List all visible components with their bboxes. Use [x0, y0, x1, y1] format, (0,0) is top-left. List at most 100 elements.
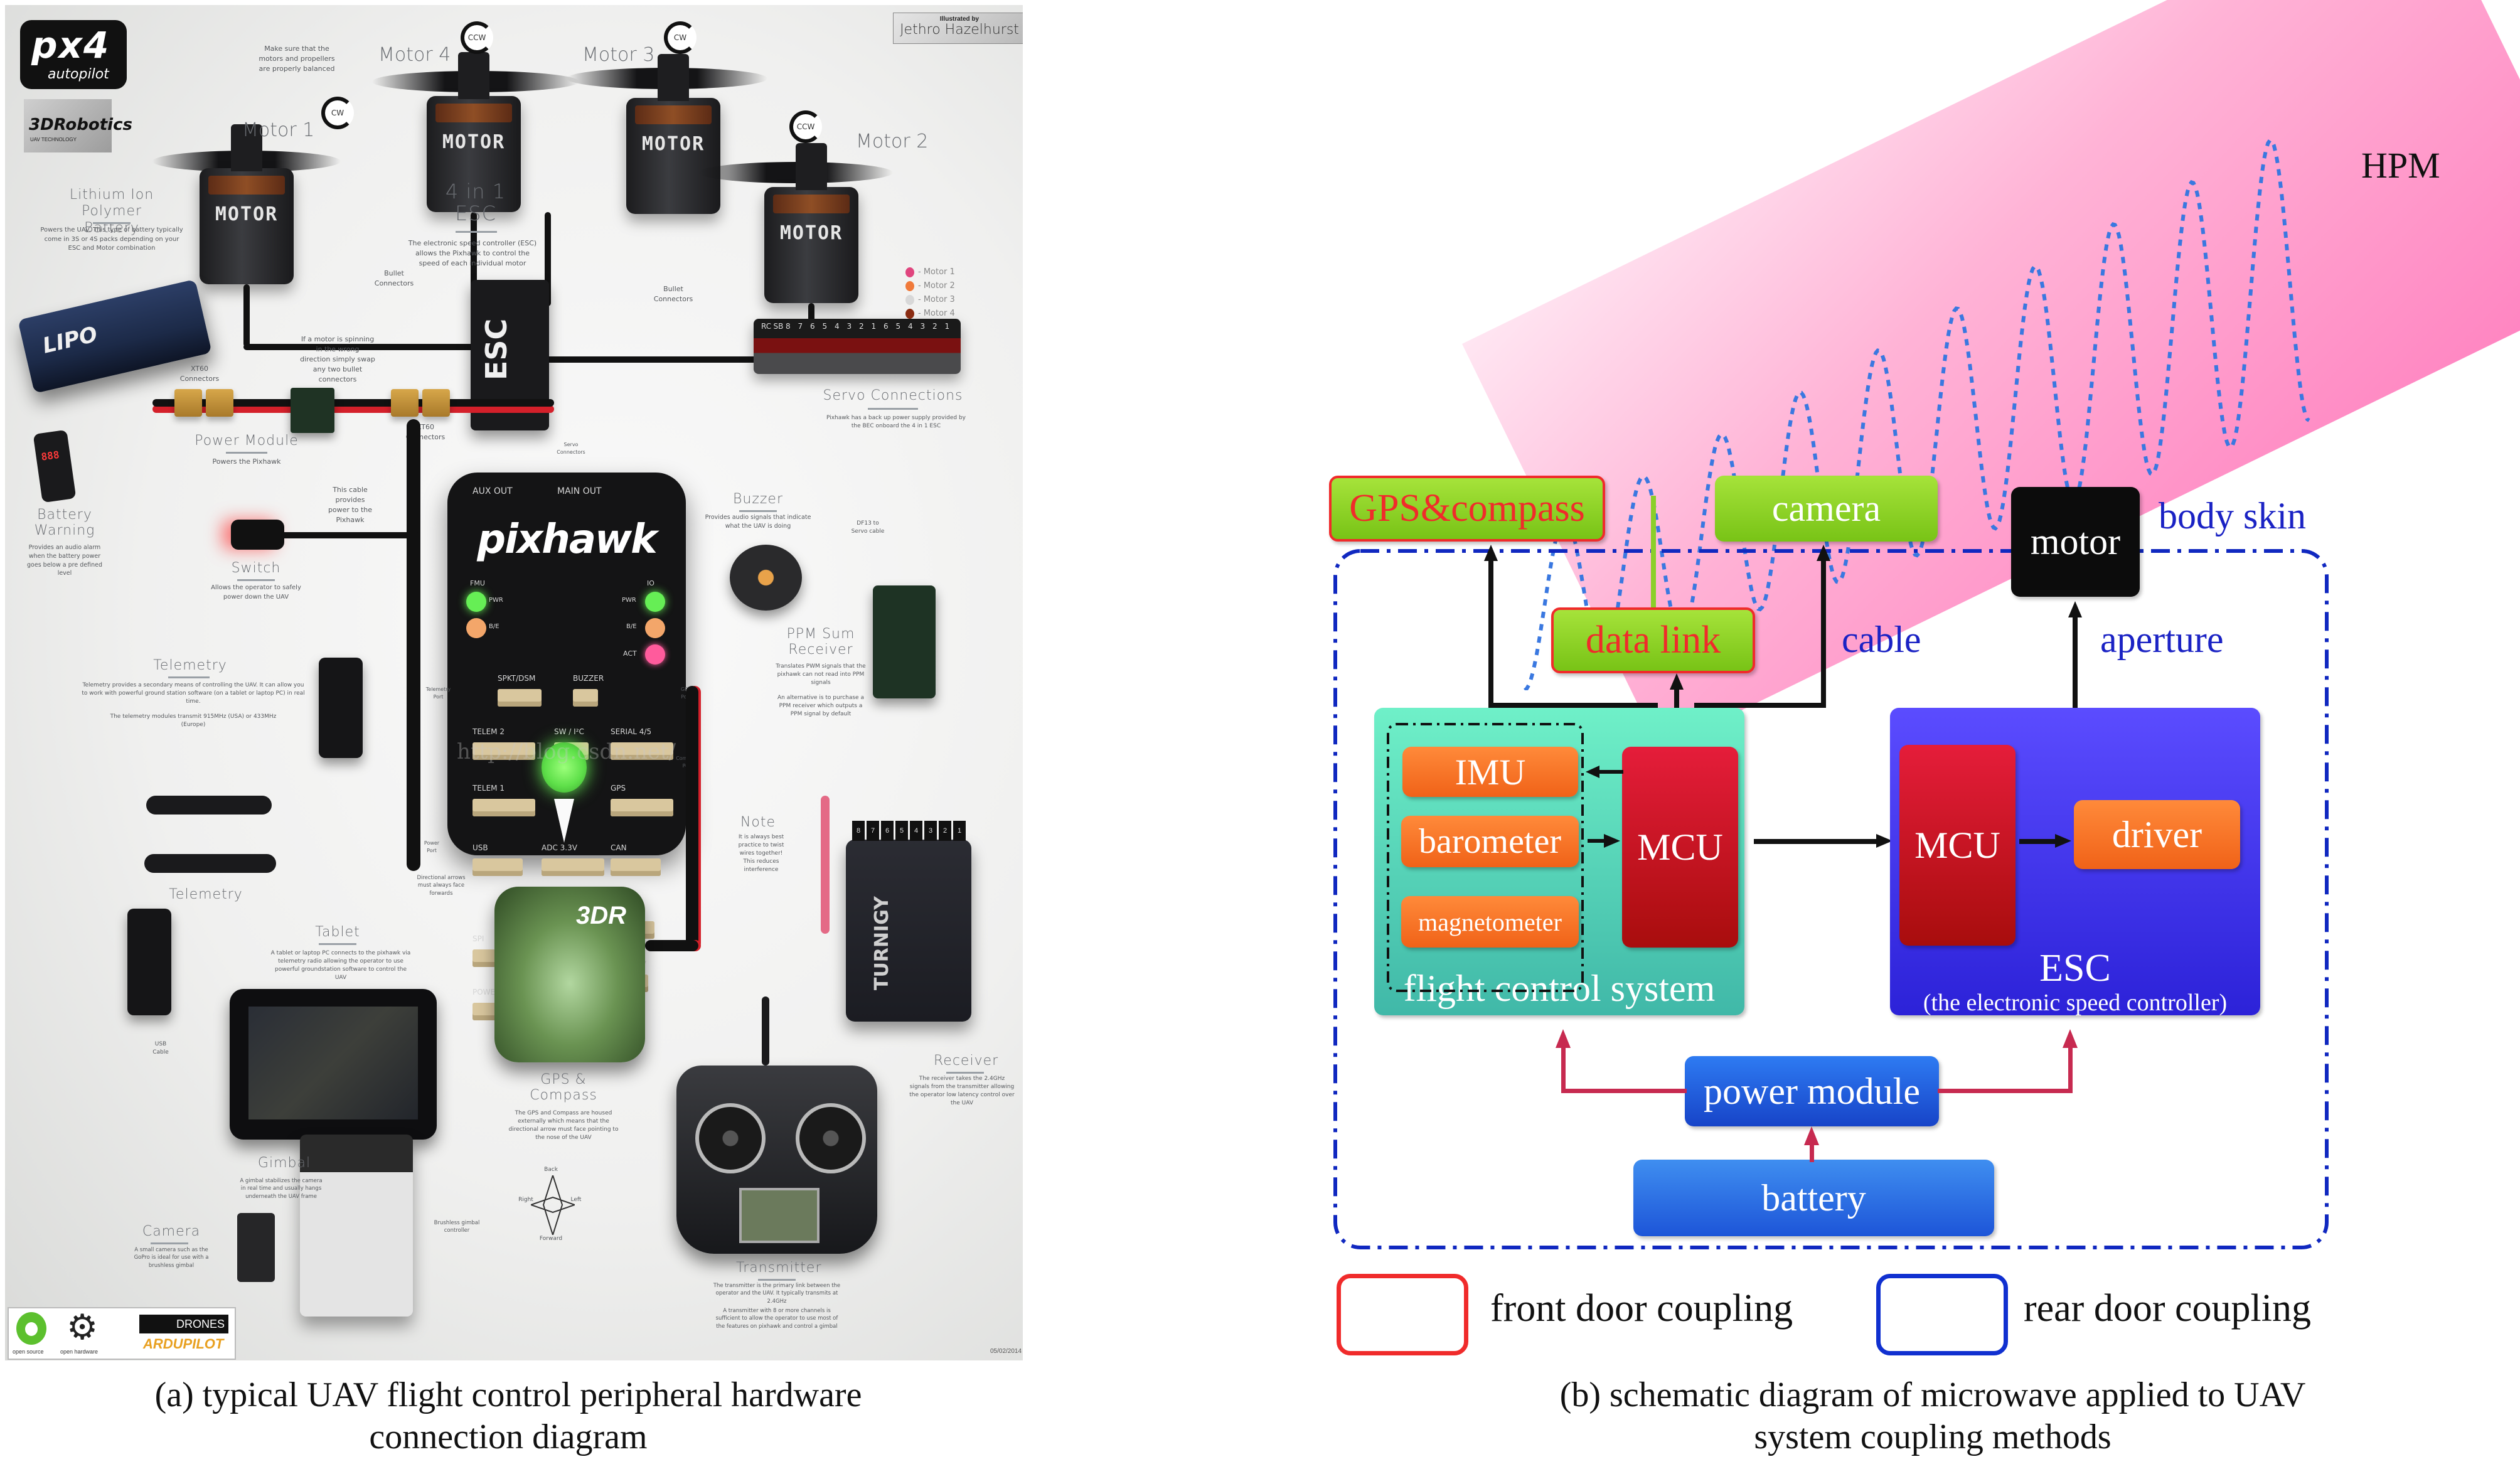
- power-module-title: Power Module: [195, 433, 299, 449]
- bullet-connectors-label-1: Bullet Connectors: [374, 269, 414, 287]
- receiver-antenna: [821, 796, 830, 934]
- pixhawk-forward-arrow-icon: [554, 799, 574, 843]
- gps-compass-label: GPS&compass: [1349, 487, 1585, 530]
- battery-warning-description: Provides an audio alarm when the battery…: [27, 544, 102, 577]
- telemetry-frequency-note: The telemetry modules transmit 915MHz (U…: [110, 713, 277, 729]
- caption-a: (a) typical UAV flight control periphera…: [38, 1374, 979, 1458]
- receiver-title: Receiver: [934, 1053, 999, 1069]
- tablet-groundstation: [230, 989, 437, 1140]
- motor-2-brand: MOTOR: [779, 222, 843, 244]
- px4-logo-text: px4: [31, 24, 110, 67]
- driver-box: driver: [2074, 800, 2240, 869]
- receiver-channel-pin: 3: [924, 821, 937, 841]
- motor-1-coil: [208, 176, 285, 195]
- body-skin-dash-dot-rect: [1333, 549, 2329, 1249]
- ppm-title-line1: PPM Sum: [786, 626, 855, 642]
- motor-link-line: [2073, 615, 2078, 709]
- servo-legend-swatch: [905, 267, 914, 277]
- pixhawk-port-connector: [542, 858, 604, 876]
- telemetry-antenna-air: [146, 796, 272, 815]
- switch-title: Switch: [231, 560, 281, 576]
- bullet-connectors-label-2: Bullet Connectors: [653, 285, 693, 303]
- motor-1-rotation-icon: CW: [321, 97, 354, 129]
- gps-brand: 3DR: [575, 902, 626, 929]
- legend-rear-door-label: rear door coupling: [2024, 1287, 2311, 1330]
- power-cable-note: This cable provides power to the Pixhawk: [328, 486, 373, 524]
- servo-rail-number: 6: [884, 322, 889, 331]
- direction-left-label: Left: [570, 1197, 582, 1203]
- switch-cable: [281, 532, 419, 538]
- gps-compass-box: GPS&compass: [1329, 476, 1605, 542]
- power-module-box: power module: [1685, 1056, 1939, 1126]
- servo-rail-number: 5: [822, 322, 828, 331]
- direction-cross-icon: [531, 1175, 575, 1235]
- servo-legend-swatch: [905, 281, 914, 291]
- esc-title-line1: 4 in 1: [445, 179, 506, 203]
- gps-cable: [686, 686, 698, 949]
- xt60-connector-4: [422, 389, 450, 417]
- pixhawk-port-connector: [611, 742, 673, 760]
- open-hardware-caption: open hardware: [60, 1349, 99, 1355]
- gps-port-label: GPS Port: [676, 686, 695, 700]
- pixhawk-power-cable: [407, 419, 420, 871]
- telemetry-underline: [168, 676, 210, 678]
- px4-autopilot-logo: px4 autopilot: [20, 20, 127, 89]
- xt60-label-1: XT60 Connectors: [179, 365, 220, 383]
- data-link-antenna: [1651, 496, 1656, 612]
- rc-receiver: TURNIGY: [846, 840, 971, 1022]
- pixhawk-port-connector: [472, 858, 523, 876]
- esc-mcu-to-driver-arrow-icon: [2055, 834, 2071, 848]
- buzzer-title: Buzzer: [732, 491, 784, 507]
- battery-warning-title-line2: Warning: [34, 523, 95, 539]
- io-be-label: B/E: [626, 623, 637, 630]
- servo-rail-number: 7: [798, 322, 803, 331]
- tablet-description: A tablet or laptop PC connects to the pi…: [270, 950, 411, 981]
- telemetry-title: Telemetry: [153, 658, 227, 673]
- motor-1-brand: MOTOR: [215, 203, 279, 225]
- servo-connections-title: Servo Connections: [823, 388, 963, 403]
- fcs-to-esc-line: [1754, 839, 1879, 844]
- servo-rail-number: 5: [895, 322, 901, 331]
- data-link-arrow-icon: [1670, 673, 1684, 690]
- motor-1-rotation: CW: [331, 109, 344, 117]
- pixhawk-port-label: BUZZER: [573, 674, 604, 683]
- note-title: Note: [740, 815, 776, 830]
- servo-connections-underline: [868, 408, 918, 410]
- servo-legend-label: - Motor 2: [918, 281, 955, 291]
- motor-3: MOTOR: [626, 54, 720, 214]
- motor-2-label: Motor 2: [856, 131, 929, 152]
- io-pwr-led: [645, 592, 665, 612]
- pixhawk-port-label: SERIAL 4/5: [611, 727, 652, 736]
- pixhawk-port-label: USB: [472, 843, 488, 852]
- 3dr-logo-subtext: UAV TECHNOLOGY: [30, 137, 77, 142]
- xt60-connector-1: [174, 389, 202, 417]
- csdn-watermark: http://blog.csdn.net/: [457, 739, 676, 764]
- pixhawk-port-label: TELEM 1: [472, 784, 505, 793]
- telemetry-module-ground: [127, 909, 171, 1015]
- servo-legend-label: - Motor 4: [918, 309, 955, 318]
- safety-switch: [231, 520, 284, 550]
- direction-forward-label: Forward: [539, 1236, 563, 1242]
- open-source-logo-icon: [16, 1312, 46, 1345]
- motor-3-brand: MOTOR: [641, 133, 705, 155]
- pixhawk-port-label: SW / I²C: [554, 727, 584, 736]
- motor-3-rotation: CW: [673, 33, 687, 42]
- note-description: It is always best practice to twist wire…: [738, 834, 784, 873]
- open-hardware-gear-icon: ⚙: [67, 1307, 99, 1347]
- servo-rail-number: 1: [944, 322, 950, 331]
- ppm-title: PPM Sum Receiver: [777, 626, 865, 658]
- servo-rail-number: 8: [786, 322, 791, 331]
- illustrator-name: Jethro Hazelhurst: [900, 22, 1019, 38]
- magnetometer-box: magnetometer: [1401, 896, 1579, 948]
- camera-box: camera: [1715, 476, 1938, 542]
- gps-link-line: [1488, 558, 1493, 708]
- ppm-alternative-note: An alternative is to purchase a PPM rece…: [777, 695, 864, 718]
- servo-legend-label: - Motor 1: [918, 267, 955, 277]
- poster-date: 05/02/2014: [990, 1348, 1022, 1355]
- imu-box: IMU: [1402, 747, 1578, 797]
- power-module-underline: [226, 452, 267, 454]
- servo-rail-number: SB: [773, 322, 784, 331]
- motor-4-wires: [471, 212, 477, 294]
- motor-2-rotation: CCW: [796, 122, 815, 131]
- battery-warning-title: Battery Warning: [30, 507, 99, 539]
